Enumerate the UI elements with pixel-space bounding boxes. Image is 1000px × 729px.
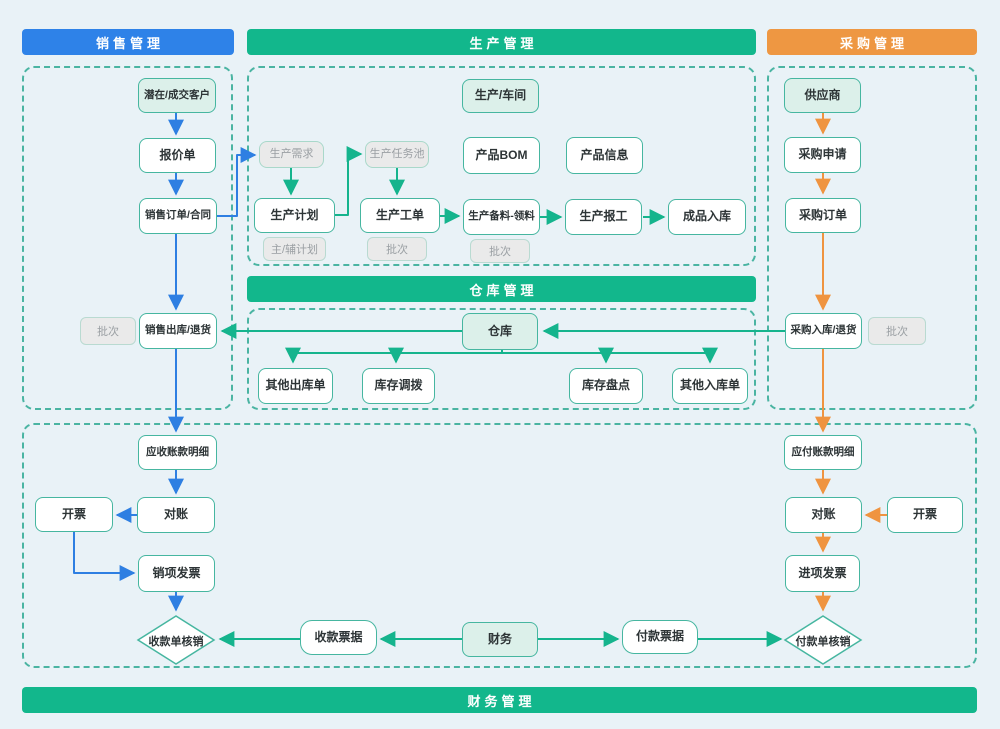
- header-purchase: 采购管理: [767, 29, 977, 55]
- node-work-order: 生产工单: [360, 198, 440, 233]
- label-receipt-writeoff: 收款单核销: [148, 636, 204, 648]
- node-ap-detail: 应付账款明细: [784, 435, 862, 470]
- tag-batch-work-order: 批次: [367, 237, 427, 261]
- section-finance: [22, 423, 977, 668]
- tag-main-aux-plan: 主/辅计划: [263, 237, 326, 261]
- tag-batch-material: 批次: [470, 239, 530, 263]
- label-payment-writeoff: 付款单核销: [795, 636, 851, 648]
- section-sales: [22, 66, 233, 410]
- tag-batch-purchase: 批次: [868, 317, 926, 345]
- tag-batch-sales: 批次: [80, 317, 136, 345]
- node-other-outbound: 其他出库单: [258, 368, 333, 404]
- node-input-invoice: 进项发票: [785, 555, 860, 592]
- node-workshop: 生产/车间: [462, 79, 539, 113]
- node-sales-invoice: 销项发票: [138, 555, 215, 592]
- header-finance: 财务管理: [22, 687, 977, 713]
- header-warehouse: 仓库管理: [247, 276, 756, 302]
- node-finished-goods-inbound: 成品入库: [668, 199, 746, 235]
- node-purchase-inbound: 采购入库/退货: [785, 313, 862, 349]
- node-quotation: 报价单: [139, 138, 216, 173]
- section-purchase: [767, 66, 977, 410]
- node-product-info: 产品信息: [566, 137, 643, 174]
- node-product-bom: 产品BOM: [463, 137, 540, 174]
- node-potential-customer: 潜在/成交客户: [138, 78, 216, 113]
- node-production-plan: 生产计划: [254, 198, 335, 233]
- node-invoicing-sales: 开票: [35, 497, 113, 532]
- node-supplier: 供应商: [784, 78, 861, 113]
- node-purchase-order: 采购订单: [785, 198, 861, 233]
- header-production: 生产管理: [247, 29, 756, 55]
- node-other-inbound: 其他入库单: [672, 368, 748, 404]
- node-sales-order: 销售订单/合同: [139, 198, 217, 234]
- node-work-report: 生产报工: [565, 199, 642, 235]
- section-warehouse: [247, 308, 756, 410]
- node-warehouse: 仓库: [462, 313, 538, 350]
- node-task-pool: 生产任务池: [365, 141, 429, 168]
- node-receipt-note: 收款票据: [300, 620, 377, 655]
- header-sales: 销售管理: [22, 29, 234, 55]
- node-ar-detail: 应收账款明细: [138, 435, 217, 470]
- node-material-picking: 生产备料-领料: [463, 199, 540, 235]
- node-invoicing-purchase: 开票: [887, 497, 963, 533]
- node-sales-outbound: 销售出库/退货: [139, 313, 217, 349]
- node-production-demand: 生产需求: [259, 141, 324, 168]
- node-reconciliation-sales: 对账: [137, 497, 215, 533]
- node-finance: 财务: [462, 622, 538, 657]
- node-reconciliation-purchase: 对账: [785, 497, 862, 533]
- node-stock-transfer: 库存调拨: [362, 368, 435, 404]
- node-payment-note: 付款票据: [622, 620, 698, 654]
- node-purchase-request: 采购申请: [784, 137, 861, 173]
- node-stock-count: 库存盘点: [569, 368, 643, 404]
